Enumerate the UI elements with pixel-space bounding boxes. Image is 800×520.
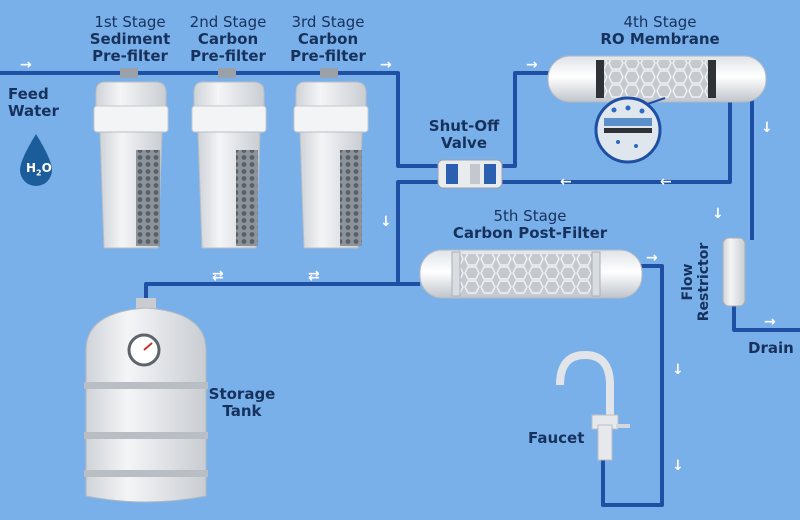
- arrow-down-icon: ↓: [761, 120, 773, 136]
- stage3-label: 3rd Stage Carbon Pre-filter: [290, 13, 366, 65]
- drain-label: Drain: [748, 339, 794, 357]
- water-droplet-icon: [20, 134, 52, 186]
- arrow-right-icon: →: [380, 57, 392, 73]
- arrow-bidirectional-icon: ⇄: [308, 268, 320, 284]
- pressure-gauge-icon: [127, 333, 161, 367]
- flow-restrictor: [722, 237, 746, 307]
- stage5-label: 5th Stage Carbon Post-Filter: [452, 207, 608, 242]
- flow-arrows: → → → ↓ ← ← ↓ ↓ ⇄ ⇄ → ↓ ↓ →: [20, 57, 776, 474]
- arrow-down-icon: ↓: [672, 362, 684, 378]
- arrow-left-icon: ←: [560, 174, 572, 190]
- arrow-right-icon: →: [20, 57, 32, 73]
- stage3-housing: [293, 68, 369, 249]
- stage2-label: 2nd Stage Carbon Pre-filter: [189, 13, 267, 65]
- storage-tank-label: Storage Tank: [208, 385, 276, 420]
- arrow-bidirectional-icon: ⇄: [212, 268, 224, 284]
- faucet-label: Faucet: [528, 429, 585, 447]
- ro-membrane-housing: [547, 55, 767, 164]
- storage-tank: [84, 298, 208, 503]
- shutoff-valve: [437, 159, 503, 189]
- post-filter-out-pipe: [601, 264, 664, 507]
- stage4-label: 4th Stage RO Membrane: [600, 13, 720, 48]
- shutoff-valve-label: Shut-Off Valve: [428, 117, 500, 152]
- arrow-right-icon: →: [764, 314, 776, 330]
- stage1-label: 1st Stage Sediment Pre-filter: [89, 13, 171, 65]
- valve-to-ro-pipe: [500, 71, 560, 168]
- stage2-housing: [191, 68, 267, 249]
- arrow-down-icon: ↓: [712, 206, 724, 222]
- arrow-right-icon: →: [646, 250, 658, 266]
- feed-water-label: Feed Water: [8, 85, 59, 120]
- arrow-down-icon: ↓: [672, 458, 684, 474]
- faucet: [556, 350, 630, 461]
- stage1-housing: [93, 68, 169, 249]
- post-filter-housing: [419, 249, 643, 299]
- h2o-label: H2O: [26, 161, 52, 178]
- restrictor-to-drain-pipe: [732, 300, 800, 332]
- feed-pipe: [0, 71, 440, 168]
- arrow-left-icon: ←: [660, 174, 672, 190]
- flow-restrictor-label: Flow Restrictor: [680, 242, 712, 322]
- arrow-right-icon: →: [526, 57, 538, 73]
- valve-down-pipe: [396, 180, 440, 286]
- tank-pipe: [144, 282, 398, 300]
- arrow-down-icon: ↓: [380, 214, 392, 230]
- ro-to-restrictor-pipe: [748, 96, 754, 240]
